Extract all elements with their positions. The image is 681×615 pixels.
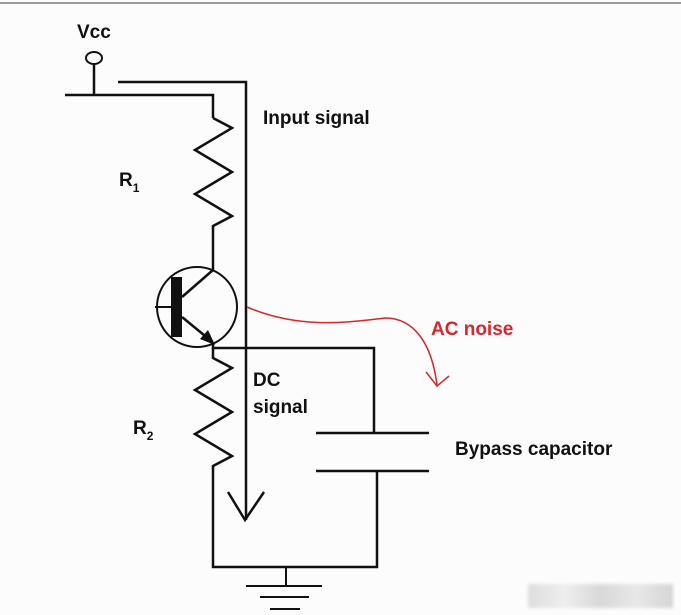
resistor-r1 [192, 116, 235, 270]
r1-subscript: 1 [132, 181, 140, 195]
r2-label: R2 [133, 416, 153, 443]
top-border [0, 2, 681, 4]
signal-path-arrow [118, 80, 266, 523]
emitter-node-wire [211, 343, 376, 433]
ground-icon [246, 567, 322, 610]
dc-signal-label-line2: signal [253, 397, 308, 418]
vcc-label: Vcc [77, 22, 111, 43]
r2-subscript: 2 [146, 429, 154, 443]
resistor-r2 [192, 348, 379, 569]
bypass-capacitor-symbol [316, 431, 429, 473]
emitter-arrow-icon [200, 330, 215, 345]
vcc-terminal [85, 51, 103, 95]
vcc-rail-wire [65, 93, 215, 118]
ac-noise-label: AC noise [431, 319, 514, 340]
dc-signal-label-line1: DC [253, 370, 281, 391]
bypass-capacitor-label: Bypass capacitor [455, 439, 613, 460]
r2-letter: R [133, 418, 147, 439]
input-signal-label: Input signal [263, 108, 370, 129]
ac-noise-arrow [246, 306, 450, 388]
blurred-watermark [528, 584, 673, 608]
transistor [155, 266, 238, 348]
r1-letter: R [119, 170, 133, 191]
r1-label: R1 [119, 168, 139, 195]
